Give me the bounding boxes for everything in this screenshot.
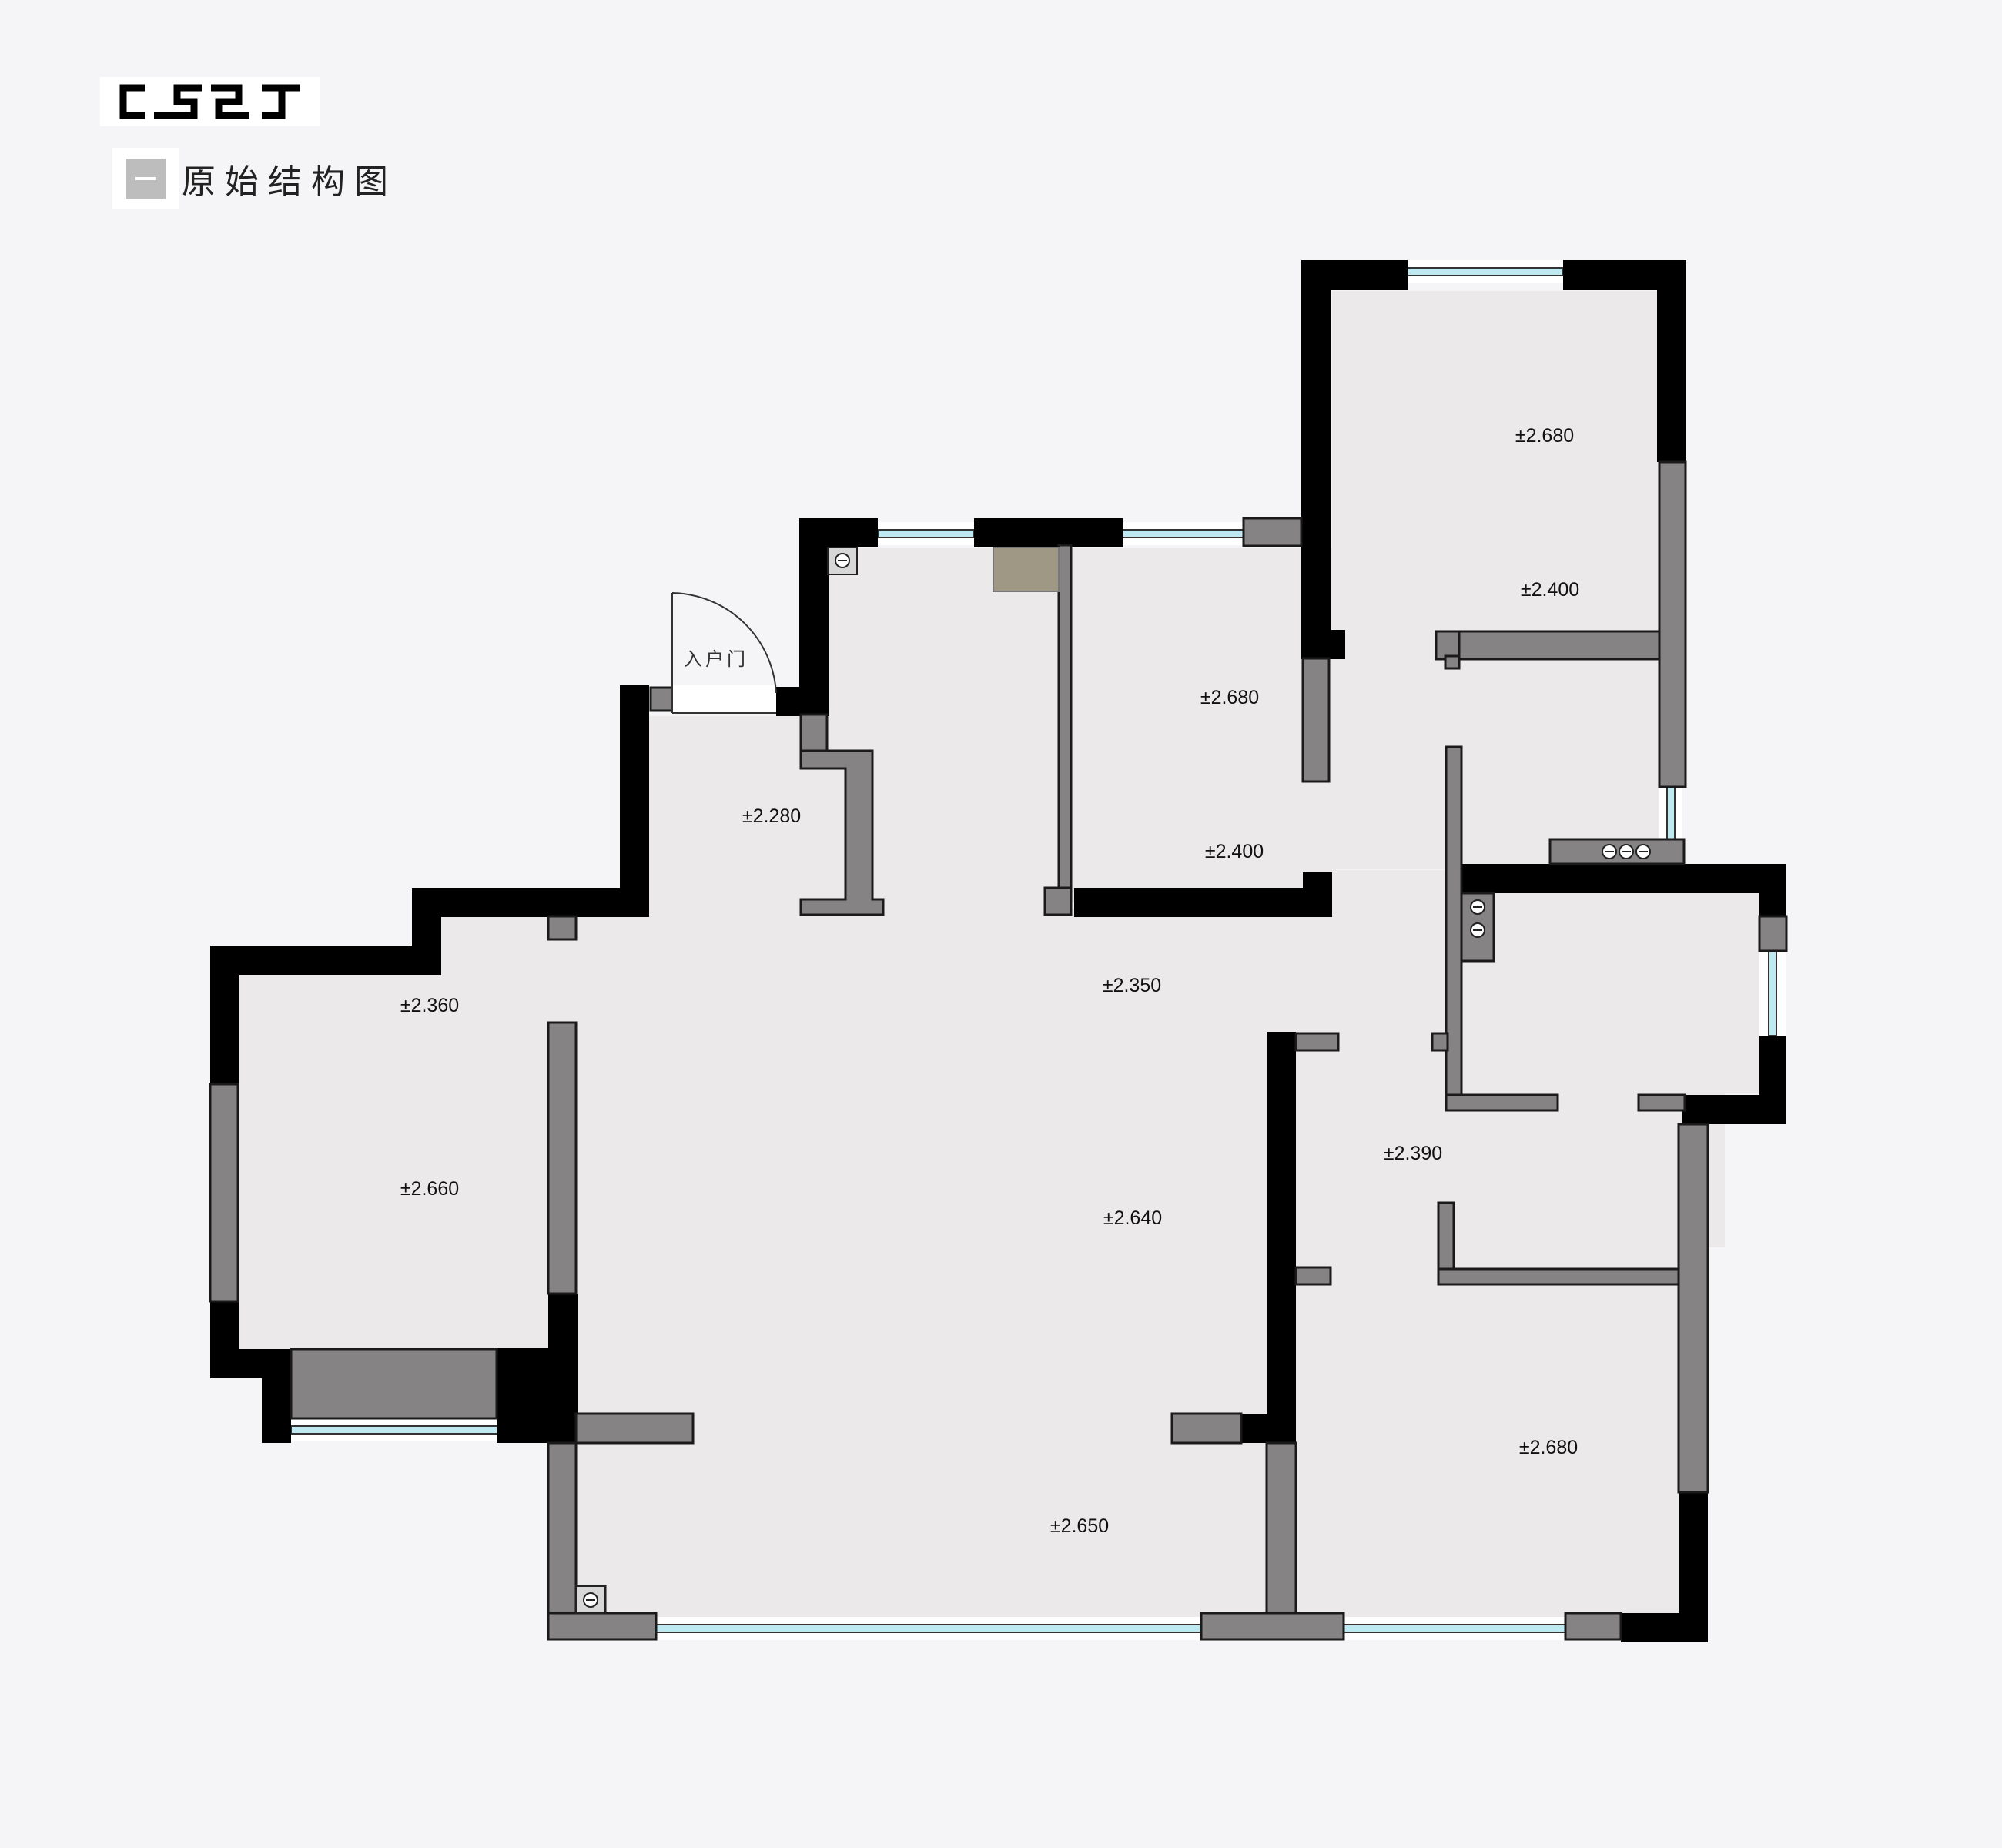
level-label: ±2.680 [1515, 425, 1574, 447]
level-label: ±2.650 [1050, 1515, 1109, 1537]
window-north-2 [1122, 522, 1244, 545]
window-south-1 [655, 1617, 1202, 1640]
window-west-bottom [290, 1418, 498, 1441]
window-east-2 [1759, 950, 1786, 1036]
entrance-door: 入户门 [671, 592, 777, 714]
level-label: ±2.680 [1200, 687, 1259, 708]
level-label: ±2.680 [1519, 1437, 1578, 1458]
level-label: ±2.400 [1205, 841, 1264, 862]
bathroom-floor [1463, 893, 1759, 1093]
level-label: ±2.660 [400, 1178, 459, 1200]
pipe-icons [575, 547, 1651, 1614]
level-labels: ±2.680 ±2.400 ±2.680 ±2.400 ±2.280 ±2.35… [400, 425, 1579, 1537]
window-north-1 [877, 522, 975, 545]
company-logo-mark [119, 84, 300, 119]
master-bedroom-floor [1332, 291, 1659, 869]
level-label: ±2.360 [400, 995, 459, 1016]
level-label: ±2.390 [1384, 1143, 1442, 1164]
company-logo [100, 77, 320, 126]
window-south-2 [1343, 1617, 1566, 1640]
level-label: ±2.640 [1103, 1207, 1162, 1229]
partition-walls [209, 460, 1788, 1641]
room-north-floor [1070, 548, 1336, 902]
level-label: ±2.280 [742, 805, 801, 827]
title-block: 原始结构图 [112, 148, 397, 209]
structural-walls [210, 260, 1786, 1642]
entrance-door-label: 入户门 [684, 648, 748, 670]
level-label: ±2.400 [1521, 579, 1579, 601]
level-label: ±2.350 [1103, 975, 1161, 996]
window-master-top [1407, 260, 1564, 283]
section-number-icon [112, 148, 179, 209]
hall-floor [554, 1278, 1294, 1617]
service-shaft [993, 547, 1060, 592]
bedroom-south-floor [1294, 1109, 1694, 1617]
page-title: 原始结构图 [182, 162, 397, 202]
room-west-floor [239, 972, 593, 1349]
